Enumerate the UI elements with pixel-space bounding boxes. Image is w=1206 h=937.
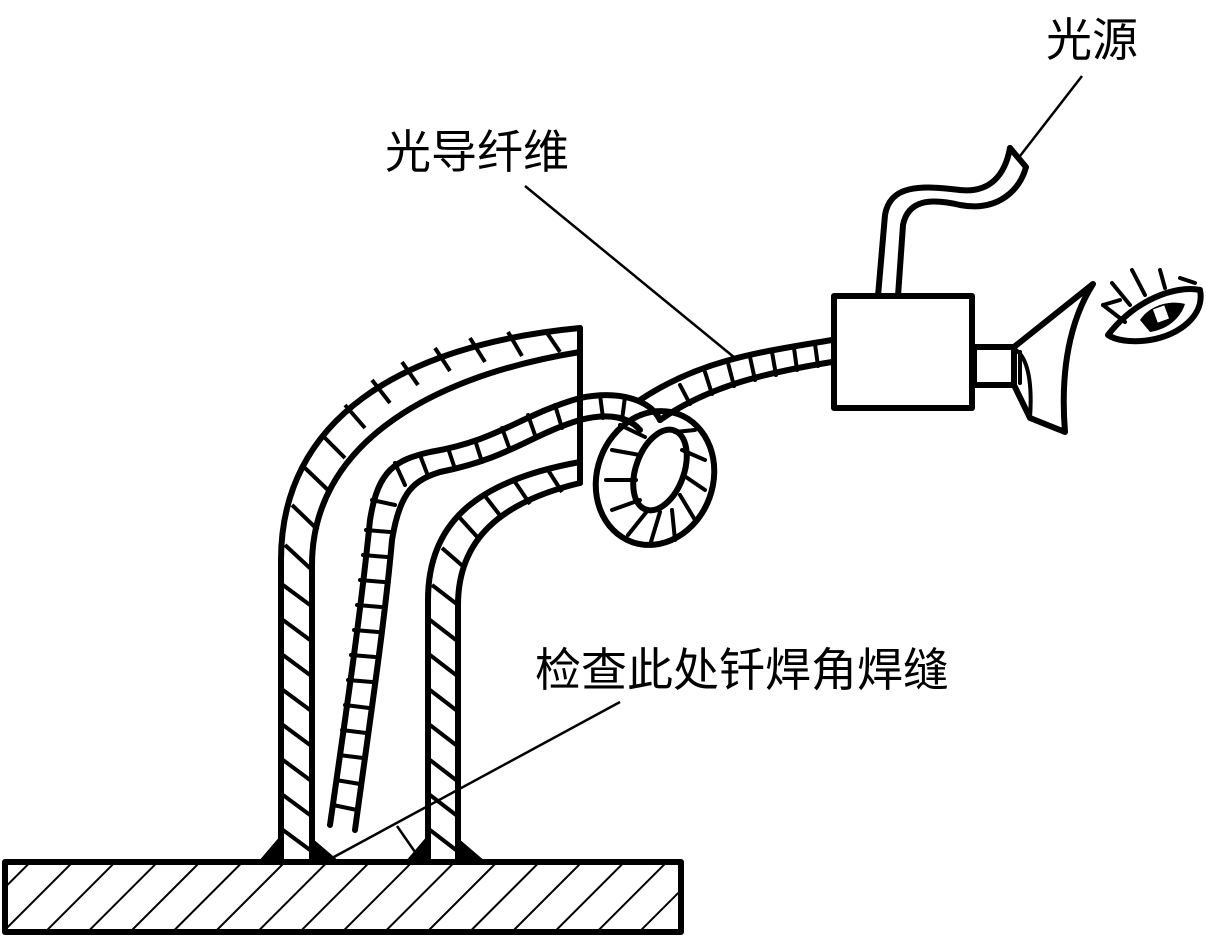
fiber-probe (327, 337, 835, 833)
bent-tube (278, 325, 583, 865)
fillet-welds (258, 835, 486, 862)
eyepiece (971, 281, 1096, 435)
optical-fiber-label: 光导纤维 (385, 125, 569, 179)
light-source-label: 光源 (1046, 13, 1138, 67)
inspect-point-label: 检查此处钎焊角焊缝 (535, 643, 949, 697)
viewer-box (831, 293, 975, 411)
eye-icon (1101, 268, 1204, 345)
leader-lines (331, 75, 1083, 860)
base-plate (2, 859, 684, 935)
light-source-cable (875, 145, 1029, 299)
